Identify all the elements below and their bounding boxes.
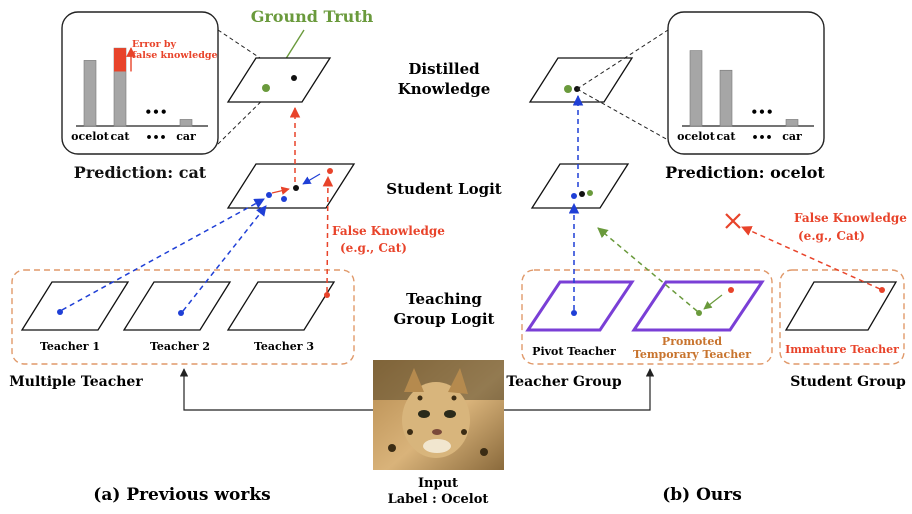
rejected-arrow [741,226,881,290]
right-distilled-plane [528,57,634,103]
ground-truth-point [262,84,270,92]
student-group-label: Student Group [790,374,906,390]
left-bar-label-1: cat [111,130,131,143]
right-bar-ocelot [689,50,703,127]
student-logit-label: Student Logit [386,180,501,198]
teacher-2-label: Teacher 2 [150,340,210,353]
pivot-teacher-label: Pivot Teacher [532,345,616,358]
teacher-1-plane [20,281,130,331]
distilled-label-2: Knowledge [398,80,491,98]
left-false-knowledge-2: (e.g., Cat) [340,241,407,255]
cross-icon [725,213,741,229]
teacher-3-label: Teacher 3 [254,340,314,353]
left-bar-label-2: ••• [145,131,166,144]
teacher-3-plane [226,281,336,331]
left-false-knowledge-1: False Knowledge [332,224,445,238]
teacher2-arrow [182,205,267,312]
left-bar-ellipsis: ••• [144,105,167,119]
left-bar-error-segment [114,48,126,72]
ground-truth-label: Ground Truth [251,7,374,26]
left-student-plane [226,163,356,209]
distilled-point [291,75,297,81]
distilled-label-1: Distilled [408,60,480,78]
input-to-left-arrow [179,368,373,411]
pivot-teacher-plane [525,280,635,332]
teacher-1-label: Teacher 1 [40,340,100,353]
teacher3-arrow [322,175,334,293]
left-bar-label-0: ocelot [71,130,110,143]
teaching-group-label-1: Teaching [406,290,482,308]
immature-teacher-plane [784,281,898,331]
left-bar-ocelot [83,60,97,127]
left-caption: (a) Previous works [93,485,270,505]
teacher1-arrow [61,198,265,311]
input-to-right-arrow [504,368,655,411]
error-label-line1: Error by [132,39,177,50]
student-group-box [779,269,905,365]
left-bar-label-3: car [176,130,196,143]
promoted-arrow [597,227,698,312]
left-bar-car [179,119,193,127]
promoted-label-2: Temporary Teacher [633,348,751,361]
input-label: Input [418,476,458,491]
right-bar-ellipsis: ••• [750,105,773,119]
promoted-teacher-plane [631,280,765,332]
left-prediction-title: Prediction: cat [74,163,207,182]
right-bar-car [785,119,799,127]
right-false-knowledge-2: (e.g., Cat) [798,229,865,243]
right-prediction-title: Prediction: ocelot [665,163,825,182]
right-bar-label-0: ocelot [677,130,716,143]
teaching-group-label-2: Group Logit [393,310,494,328]
right-bar-label-2: ••• [751,131,772,144]
input-label-value: Label : Ocelot [388,492,489,507]
right-false-knowledge-1: False Knowledge [794,211,907,225]
teacher-group-label: Teacher Group [506,374,621,390]
teacher-2-plane [122,281,232,331]
promoted-label-1: Promoted [662,335,722,348]
right-zoom-line-bottom [576,88,669,141]
right-bar-label-1: cat [717,130,737,143]
right-caption: (b) Ours [662,485,742,505]
error-label-line2: false knowledge [132,50,218,61]
right-bar-cat [719,69,733,127]
right-bar-label-3: car [782,130,802,143]
multiple-teacher-label: Multiple Teacher [9,374,143,390]
left-distilled-plane [226,57,332,103]
input-image [373,360,504,470]
right-student-plane [530,163,630,209]
immature-teacher-label: Immature Teacher [785,343,899,356]
left-teacher-group-box [11,269,355,365]
